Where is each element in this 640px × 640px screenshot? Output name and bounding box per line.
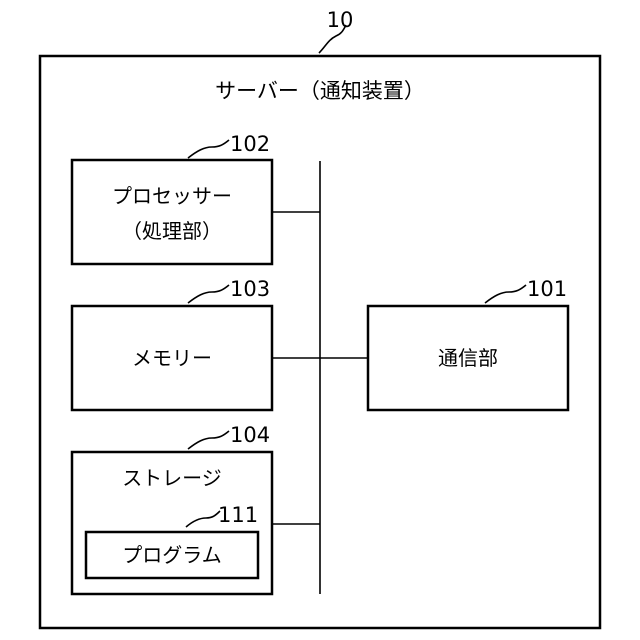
storage-ref-number: 104 [230,423,270,447]
processor-sublabel: （処理部） [122,219,222,243]
program-ref-number: 111 [218,503,258,527]
communication-label: 通信部 [438,346,498,370]
server-ref-number: 10 [327,8,354,32]
processor-label: プロセッサー [112,184,232,208]
communication-ref-number: 101 [527,277,567,301]
program-label: プログラム [122,543,221,567]
processor-box [72,160,272,264]
server-title: サーバー（通知装置） [215,79,425,103]
memory-ref-number: 103 [230,277,270,301]
processor-ref-number: 102 [230,132,270,156]
memory-label: メモリー [132,346,212,370]
storage-label: ストレージ [122,466,222,490]
